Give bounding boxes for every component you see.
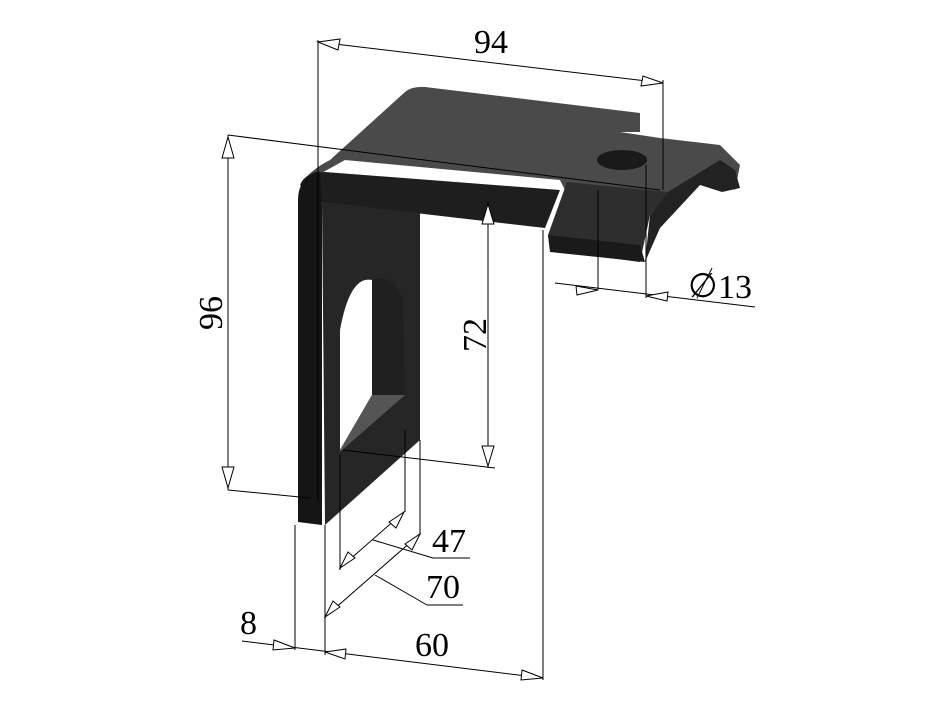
dim-47: 47 bbox=[432, 523, 466, 560]
dim-72: 72 bbox=[457, 318, 494, 352]
hole bbox=[597, 150, 647, 170]
top-front-edge bbox=[300, 172, 560, 228]
slot-bottom bbox=[340, 395, 405, 452]
dimension-lines bbox=[221, 38, 756, 681]
top-face bbox=[300, 86, 740, 210]
hook-lip bbox=[645, 160, 740, 262]
dim-70: 70 bbox=[426, 569, 460, 606]
dim-8: 8 bbox=[240, 605, 257, 642]
dim-60: 60 bbox=[415, 627, 449, 664]
dim-96: 96 bbox=[193, 296, 230, 330]
dim-94: 94 bbox=[474, 24, 508, 61]
slot-side bbox=[372, 278, 405, 395]
bracket-body bbox=[298, 86, 740, 525]
dim-diameter-symbol: ∅ bbox=[688, 268, 718, 305]
tab-bottom-edge bbox=[548, 235, 645, 262]
dim-13: 13 bbox=[718, 269, 752, 306]
vertical-edge bbox=[298, 172, 322, 525]
slot-opening bbox=[340, 279, 372, 450]
